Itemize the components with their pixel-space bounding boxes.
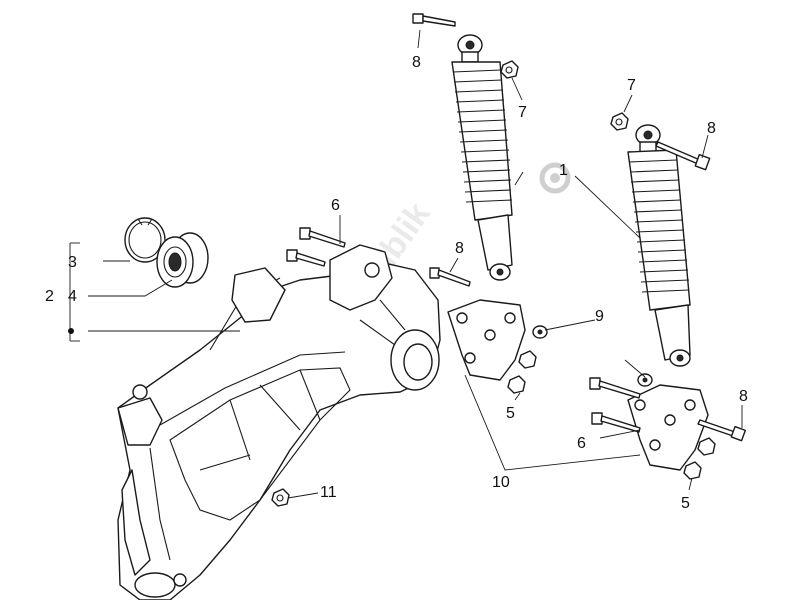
spring-coils-right: [628, 159, 690, 293]
callout-5-right: 5: [681, 495, 690, 512]
bearing: [156, 232, 209, 288]
nut-7-right: [610, 112, 629, 131]
nut-7-top: [500, 60, 519, 79]
bracket-right: [627, 384, 709, 471]
callout-9: 9: [595, 308, 604, 325]
bracket-left: [447, 299, 526, 381]
callout-6-upper: 6: [331, 197, 340, 214]
nut-5-b: [683, 437, 716, 480]
shock-absorber-right: [627, 124, 691, 367]
callout-4: 4: [68, 288, 77, 305]
spring-coils-left: [452, 69, 513, 203]
bolt-8-mid: [429, 267, 471, 287]
callout-10: 10: [492, 474, 510, 491]
bolt-6-upper: [286, 227, 346, 267]
callout-7-top: 7: [518, 104, 527, 121]
callout-7-right: 7: [627, 77, 636, 94]
shock-absorber-left: [451, 34, 513, 281]
callout-8-bracket: 8: [739, 388, 748, 405]
bolt-6-lower: [589, 377, 641, 433]
circlip: [124, 217, 166, 263]
bolt-8-right-shock: [655, 141, 711, 171]
swing-arm: [117, 244, 441, 600]
callout-2: 2: [45, 288, 54, 305]
washer-9-a: [532, 325, 548, 339]
callout-6-lower: 6: [577, 435, 586, 452]
callout-8-mid: 8: [455, 240, 464, 257]
callout-8-right-shock: 8: [707, 120, 716, 137]
nut-5-a: [507, 350, 537, 394]
callout-1: 1: [559, 162, 568, 179]
callout-labels: 1 2 3 4 5 5 6 6 7 7 8 8 8 8 9 10 11: [45, 54, 748, 512]
nut-11: [271, 488, 290, 507]
bolt-8-top: [412, 13, 456, 27]
leader-lines: [68, 29, 743, 499]
washer-9-b: [637, 373, 653, 387]
watermark-gear-icon: [539, 162, 571, 194]
bolt-8-bracket-right: [697, 419, 747, 442]
callout-8-top: 8: [412, 54, 421, 71]
callout-3: 3: [68, 254, 77, 271]
callout-11: 11: [320, 484, 337, 501]
callout-5-left: 5: [506, 405, 515, 422]
